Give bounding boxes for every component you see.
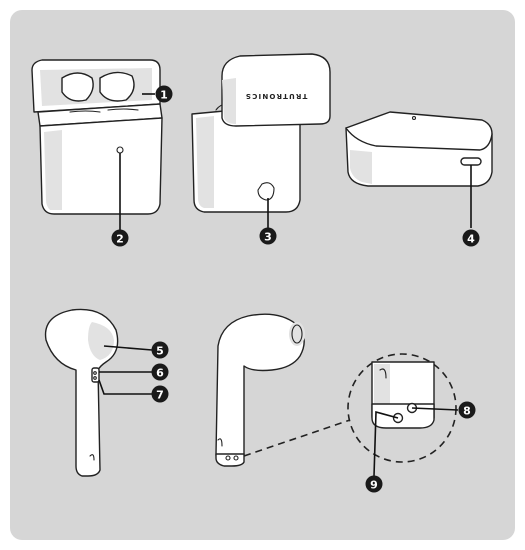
callout-4: 4 (462, 229, 480, 247)
callout-7: 7 (151, 385, 169, 403)
callout-6: 6 (151, 363, 169, 381)
leader-9 (373, 410, 399, 477)
callout-2: 2 (111, 229, 129, 247)
svg-text:9: 9 (370, 479, 378, 492)
svg-text:5: 5 (156, 345, 164, 358)
svg-text:6: 6 (156, 367, 164, 380)
zoom-connector-line (243, 419, 351, 457)
callout-8: 8 (458, 401, 476, 419)
callout-3: 3 (259, 227, 277, 245)
leader-8 (411, 407, 459, 411)
svg-text:4: 4 (467, 233, 475, 246)
usb-c-port (460, 157, 482, 166)
earbud-microphone-led (91, 367, 100, 383)
svg-text:8: 8 (463, 405, 471, 418)
earbud-front (44, 308, 119, 477)
svg-text:1: 1 (160, 89, 168, 102)
lifted-case: TRUTRONICS (191, 53, 331, 213)
callout-1: 1 (155, 85, 173, 103)
earbud-back (215, 313, 305, 467)
svg-text:2: 2 (116, 233, 124, 246)
svg-text:7: 7 (156, 389, 164, 402)
callout-9: 9 (365, 475, 383, 493)
magnified-earbud-base (371, 361, 435, 429)
case-brand-text: TRUTRONICS (245, 92, 308, 100)
open-case (31, 59, 163, 215)
closed-case-port-side (345, 111, 493, 187)
zoom-circle (347, 353, 457, 463)
svg-text:3: 3 (264, 231, 272, 244)
leader-7 (98, 379, 152, 395)
callout-5: 5 (151, 341, 169, 359)
leader-5 (103, 345, 153, 351)
